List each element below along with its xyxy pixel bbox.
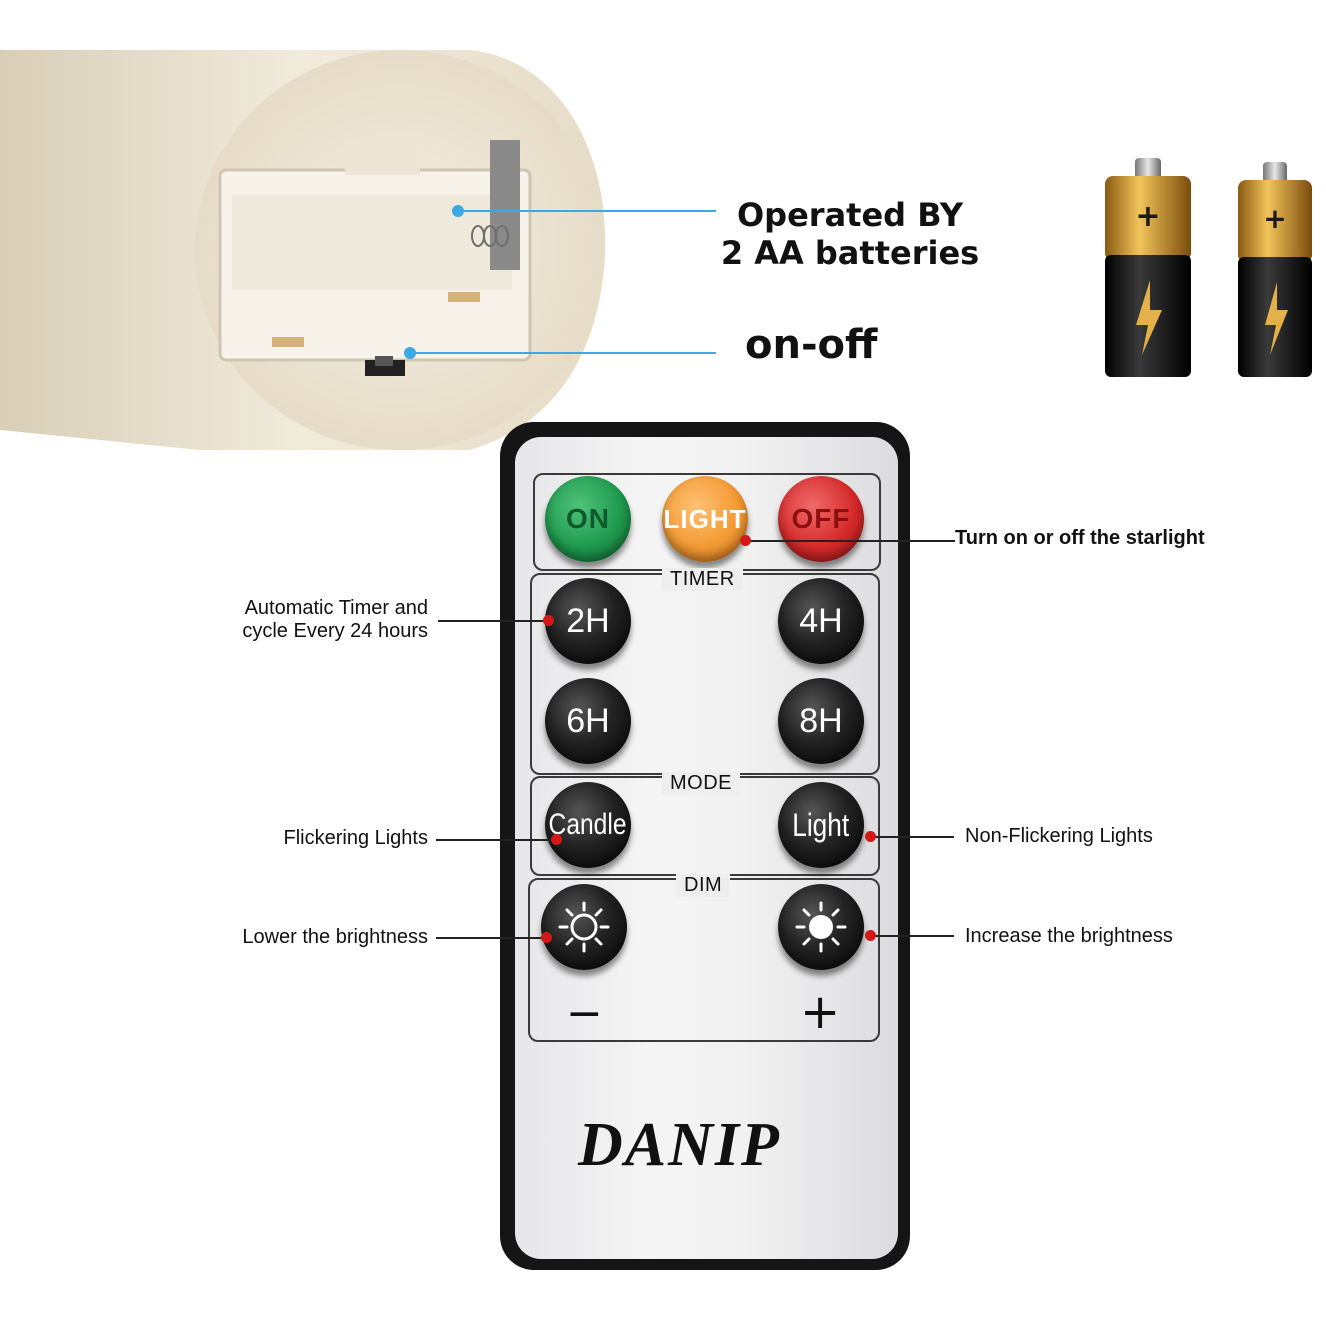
lower-brightness-marker <box>541 932 552 943</box>
light-power-button[interactable]: LIGHT <box>662 476 748 562</box>
timer-4h-button[interactable]: 4H <box>778 578 864 664</box>
flickering-marker <box>551 834 562 845</box>
plus-symbol: + <box>800 984 841 1040</box>
light-mode-label: Light <box>792 806 850 843</box>
sun-outline-icon <box>558 901 610 953</box>
starlight-marker <box>740 535 751 546</box>
batteries-line2: 2 AA batteries <box>720 234 980 272</box>
flickering-leader-line <box>436 839 556 841</box>
timer-marker <box>543 615 554 626</box>
increase-brightness-leader-line <box>870 935 954 937</box>
timer-2h-button[interactable]: 2H <box>545 578 631 664</box>
starlight-annotation: Turn on or off the starlight <box>955 527 1205 549</box>
svg-text:+: + <box>1135 199 1160 234</box>
increase-brightness-marker <box>865 930 876 941</box>
lower-brightness-annotation: Lower the brightness <box>242 926 428 948</box>
batteries-callout: Operated BY 2 AA batteries <box>700 196 1000 272</box>
candle-mode-label: Candle <box>549 808 627 841</box>
timer-8h-label: 8H <box>799 701 843 740</box>
mode-section-title: MODE <box>662 772 740 795</box>
light-mode-button[interactable]: Light <box>778 782 864 868</box>
timer-8h-button[interactable]: 8H <box>778 678 864 764</box>
on-off-callout: on-off <box>745 322 878 368</box>
minus-symbol: − <box>566 988 603 1039</box>
timer-4h-label: 4H <box>799 601 843 640</box>
timer-annotation: Automatic Timer and cycle Every 24 hours <box>200 597 428 643</box>
on-button-label: ON <box>566 503 610 534</box>
timer-6h-label: 6H <box>566 701 610 740</box>
aa-batteries-illustration: + + <box>1105 158 1312 377</box>
timer-2h-label: 2H <box>566 601 610 640</box>
off-button-label: OFF <box>791 503 851 534</box>
svg-text:+: + <box>1263 202 1286 235</box>
non-flickering-marker <box>865 831 876 842</box>
off-button[interactable]: OFF <box>778 476 864 562</box>
timer-6h-button[interactable]: 6H <box>545 678 631 764</box>
light-power-button-label: LIGHT <box>663 503 747 534</box>
timer-annotation-line2: cycle Every 24 hours <box>242 620 428 642</box>
on-button[interactable]: ON <box>545 476 631 562</box>
sun-filled-icon <box>795 901 847 953</box>
timer-section-title: TIMER <box>662 568 743 591</box>
dim-up-button[interactable] <box>778 884 864 970</box>
batteries-line1: Operated BY <box>736 196 964 234</box>
dim-section-title: DIM <box>676 874 731 897</box>
lower-brightness-leader-line <box>436 937 546 939</box>
non-flickering-leader-line <box>870 836 954 838</box>
flickering-annotation: Flickering Lights <box>283 827 428 849</box>
candle-mode-button[interactable]: Candle <box>545 782 631 868</box>
timer-leader-line <box>438 620 548 622</box>
dim-down-button[interactable] <box>541 884 627 970</box>
brand-logo: DANIP <box>578 1111 781 1179</box>
timer-annotation-line1: Automatic Timer and <box>244 597 428 619</box>
increase-brightness-annotation: Increase the brightness <box>965 925 1173 947</box>
starlight-leader-line <box>745 540 955 542</box>
non-flickering-annotation: Non-Flickering Lights <box>965 825 1153 847</box>
candle-base-illustration <box>0 50 716 450</box>
